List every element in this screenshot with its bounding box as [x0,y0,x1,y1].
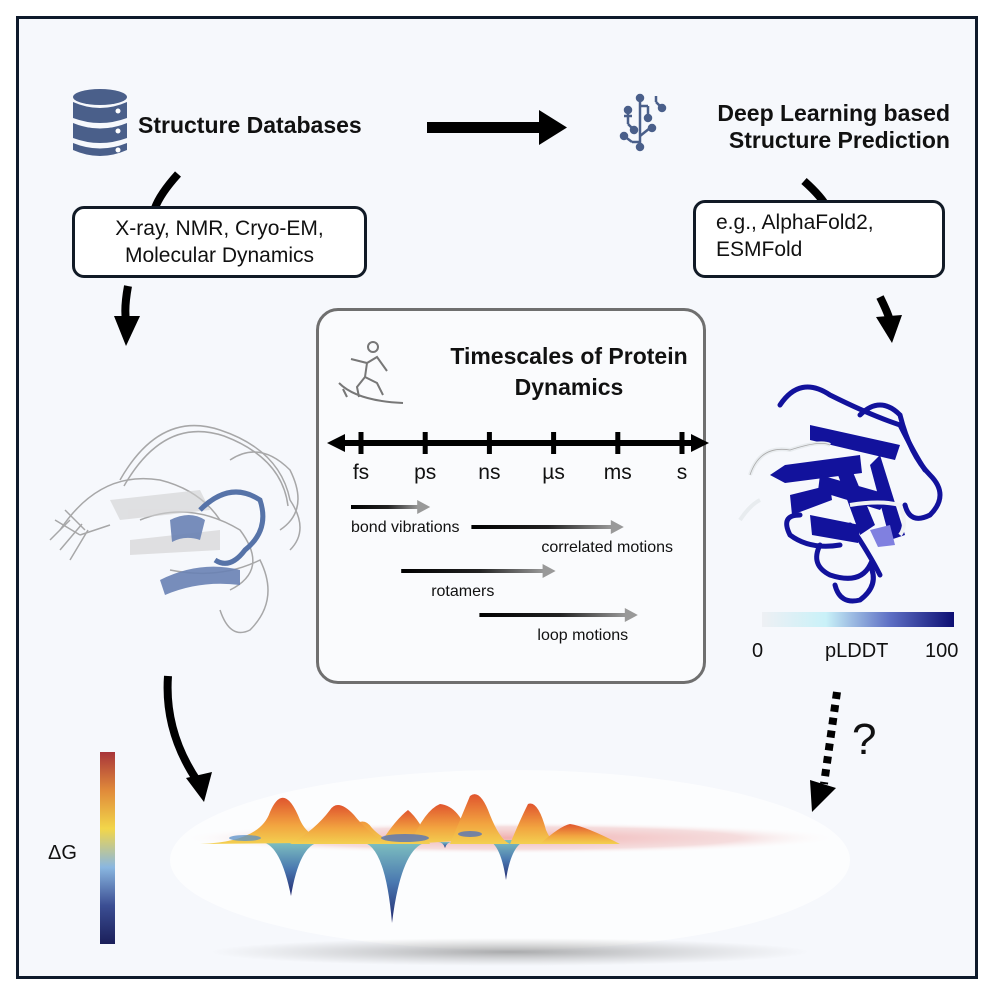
flow-arrow-right [427,110,567,145]
motion-arrow-shaft [401,569,544,573]
tick-label-ns: ns [478,461,501,484]
motion-arrowhead [610,520,624,534]
plddt-min-label: 0 [752,640,764,662]
flow-arrow-to-landscape [163,675,212,802]
motion-label: bond vibrations [351,519,460,536]
surfer-icon [338,341,404,404]
dotted-uncertain-arrow [810,691,841,812]
tick-label-ps: ps [414,461,437,484]
energy-peak [510,803,560,844]
axis-tick [679,432,685,454]
examples-callout: e.g., AlphaFold2, ESMFold [693,200,945,278]
plddt-max-label: 100 [925,640,959,662]
question-mark: ? [852,715,877,764]
energy-well [485,840,530,880]
examples-callout-line-1: e.g., AlphaFold2, [716,211,874,234]
delta-g-label: ΔG [48,842,77,864]
motion-label: rotamers [431,583,495,600]
methods-callout: X-ray, NMR, Cryo-EM, Molecular Dynamics [72,206,367,278]
axis-tick [551,432,557,454]
motion-arrow-shaft [351,505,419,509]
motion-arrow-shaft [471,525,612,529]
axis-arrowhead-left [327,434,345,452]
axis-tick [422,432,428,454]
plddt-colorbar [762,612,954,627]
motion-arrowhead [417,500,431,514]
motion-label: loop motions [537,627,629,644]
motion-arrowhead [624,608,638,622]
examples-callout-line-2: ESMFold [716,238,803,261]
axis-tick [486,432,492,454]
energy-peak [540,824,620,844]
timescales-title: Timescales of Protein Dynamics [439,341,699,403]
axis-tick [358,432,364,454]
motion-label: correlated motions [541,539,674,556]
deep-learning-title: Deep Learning based Structure Prediction [680,100,950,154]
axis-tick [615,432,621,454]
flow-arrow-left-down [114,171,181,346]
plddt-title: pLDDT [825,640,889,662]
structure-databases-title: Structure Databases [138,112,362,138]
predicted-protein-structure [738,384,943,604]
timescales-title-line-2: Dynamics [514,374,624,400]
methods-callout-line-2: Molecular Dynamics [124,244,315,267]
tick-label-s: s [676,461,688,484]
deep-learning-title-line-1: Deep Learning based [717,100,950,126]
protein-ensemble-structure [49,424,301,634]
deep-learning-title-line-2: Structure Prediction [728,127,950,153]
delta-g-colorbar [100,752,115,944]
timescales-title-line-1: Timescales of Protein [450,343,688,369]
timescale-axis [327,432,709,622]
landscape-basins [229,831,482,842]
methods-callout-line-1: X-ray, NMR, Cryo-EM, [115,217,324,240]
motion-arrow-shaft [479,613,626,617]
timescales-panel: Timescales of Protein Dynamics fs ps ns µs m… [316,308,709,684]
energy-well [438,842,452,848]
energy-well [260,842,322,896]
landscape-shadow [210,938,810,966]
circuit-network-icon [619,93,667,152]
tick-label-µs: µs [542,461,565,484]
axis-arrowhead-right [691,434,709,452]
motion-arrowhead [542,564,556,578]
tick-label-fs: fs [352,461,370,484]
energy-wells [260,840,530,923]
tick-label-ms: ms [603,461,632,484]
energy-well [360,842,430,923]
database-icon [73,89,127,156]
energy-landscape [170,770,850,966]
energy-peak [290,805,390,844]
